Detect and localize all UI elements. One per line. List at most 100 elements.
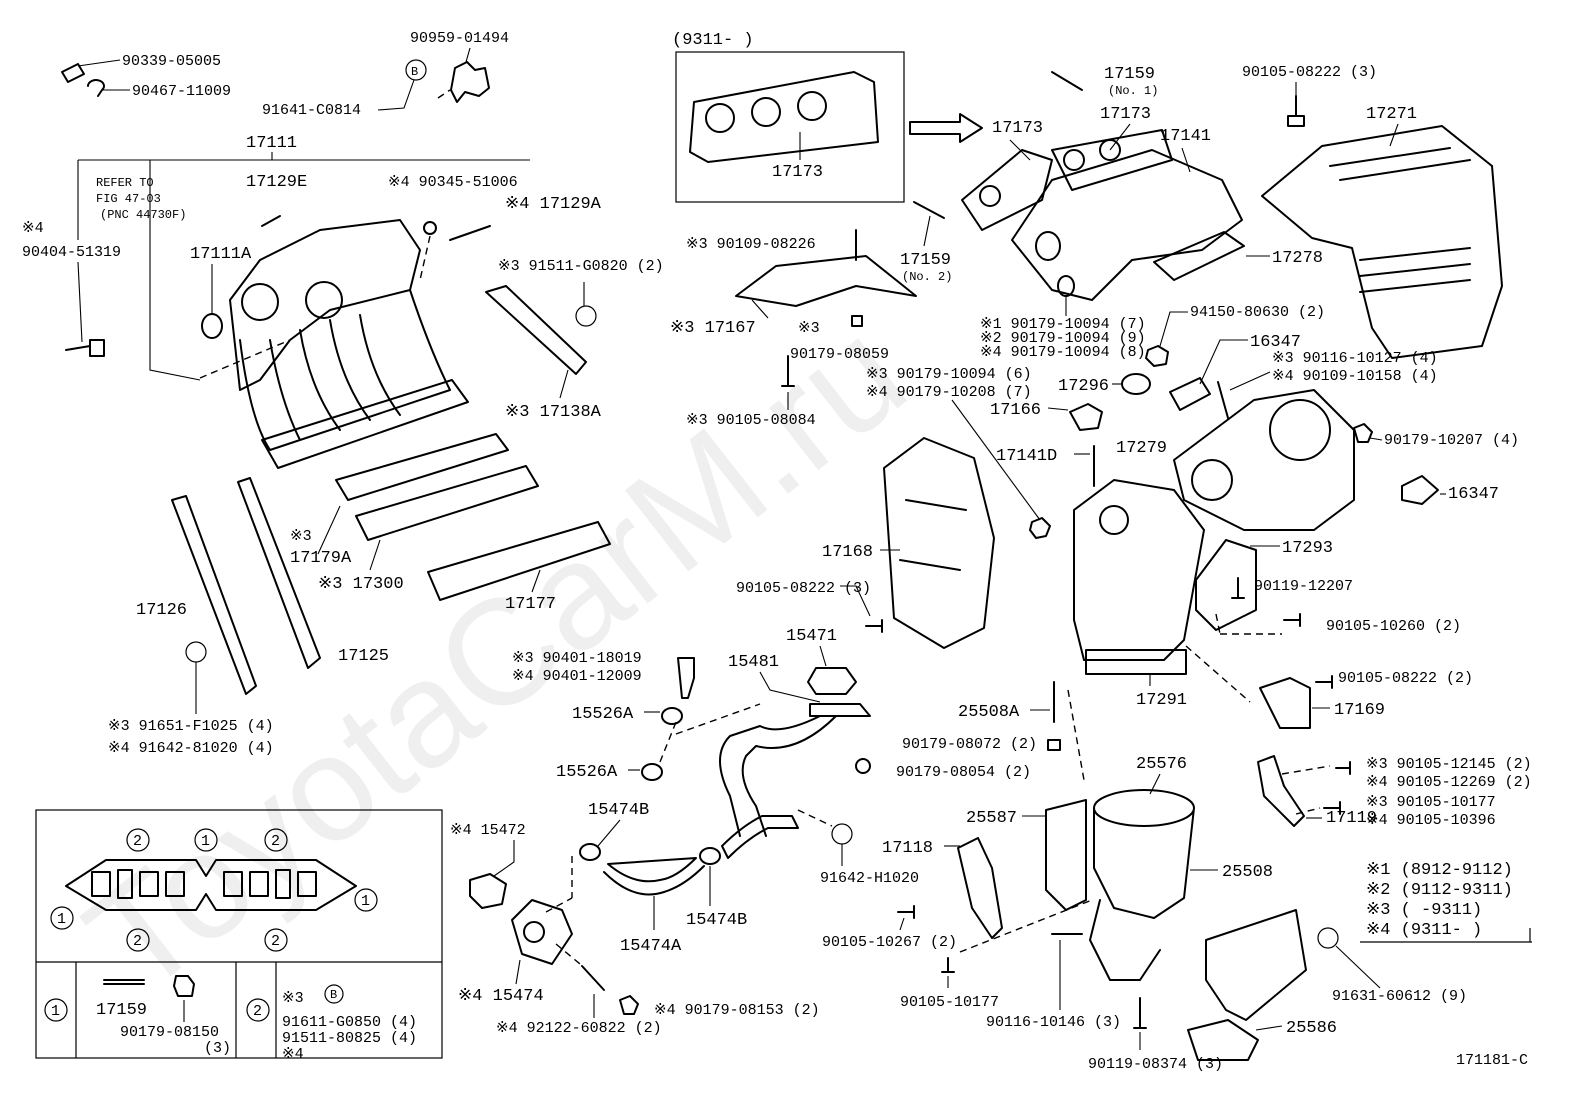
bolt-90105-08222-2	[1315, 675, 1333, 689]
label-15474B-1: 15474B	[588, 801, 649, 820]
top-right-group: 90105-08222 (3) 17271	[1242, 64, 1503, 359]
bolt-90105-10177	[1323, 801, 1341, 815]
gasket-17177	[427, 521, 611, 601]
stay-17125	[237, 477, 321, 669]
label-90105-12145: ※3 90105-12145 (2)	[1366, 756, 1532, 773]
label-90401-12009: ※4 90401-12009	[512, 668, 642, 685]
gasket-17278	[1153, 231, 1245, 281]
gasket-17173-new	[689, 71, 879, 163]
refer-line-1: REFER TO	[96, 176, 154, 190]
bolt-90105-08222-3b	[865, 619, 883, 633]
label-90401-18019: ※3 90401-18019	[512, 650, 642, 667]
inset-stud-17159	[103, 979, 145, 985]
label-91642-H1020: 91642-H1020	[820, 870, 919, 887]
stud-92122	[581, 965, 605, 991]
label-17173-b: 17173	[1100, 105, 1151, 124]
label-no2: (No. 2)	[902, 270, 952, 284]
bolt-90119-08374	[1133, 997, 1147, 1029]
bolt-17129E	[261, 215, 281, 227]
label-17300: ※3 17300	[318, 575, 404, 594]
label-15526A-2: 15526A	[556, 763, 618, 782]
b-mark-1-text: B	[411, 65, 418, 79]
inset-legend-2: 2	[253, 1003, 262, 1020]
inset-callout-1c: 1	[361, 893, 370, 910]
clamp-15474B-2	[699, 847, 721, 865]
center-top-group: 17173 17173 17141 17159 (No. 1) 17278 17…	[866, 65, 1438, 539]
turbocharger	[1173, 389, 1355, 531]
label-90116-10127: ※3 90116-10127 (4)	[1272, 350, 1438, 367]
label-90179-08054: 90179-08054 (2)	[896, 764, 1031, 781]
label-17291: 17291	[1136, 691, 1187, 710]
bolt-90105-10267	[897, 905, 915, 919]
arrow-replaces	[909, 113, 983, 143]
label-90339-05005: 90339-05005	[122, 53, 221, 70]
label-17119: 17119	[1326, 809, 1377, 828]
label-90179-10094-6: ※3 90179-10094 (6)	[866, 366, 1032, 383]
legend-item-2: ※2 (9112-9311)	[1366, 881, 1513, 900]
label-90105-08222-3-top: 90105-08222 (3)	[1242, 64, 1377, 81]
front-pipe-25508	[1089, 789, 1195, 981]
label-90116-10146: 90116-10146 (3)	[986, 1014, 1121, 1031]
label-17167: ※3 17167	[670, 319, 756, 338]
inset-callout-2c: 2	[133, 933, 142, 950]
label-90179-08072: 90179-08072 (2)	[902, 736, 1037, 753]
gasket-17173-old-b	[1051, 129, 1173, 191]
inset-callout-2b: 2	[271, 833, 280, 850]
label-25508: 25508	[1222, 863, 1273, 882]
pipe-water	[721, 815, 799, 859]
nut-90179-10208	[1029, 517, 1051, 539]
label-90404-51319: 90404-51319	[22, 244, 121, 261]
label-17141: 17141	[1160, 127, 1211, 146]
label-92122-60822: ※4 92122-60822 (2)	[496, 1020, 662, 1037]
stay-17118	[957, 837, 1003, 939]
legend-item-3: ※3 ( -9311)	[1366, 901, 1482, 920]
inset-label-91611-G0850: 91611-G0850 (4)	[282, 1014, 417, 1031]
drawing-id: 171181-C	[1456, 1052, 1528, 1069]
label-90105-10177-b: 90105-10177	[900, 994, 999, 1011]
label-17168: 17168	[822, 543, 873, 562]
label-17177: 17177	[505, 595, 556, 614]
intake-flange	[261, 379, 469, 469]
label-90345-51006: ※4 90345-51006	[388, 174, 518, 191]
label-91631-60612: 91631-60612 (9)	[1332, 988, 1467, 1005]
label-90404-mark: ※4	[22, 220, 44, 237]
turbo-group: 17279 90179-10207 (4) 16347 17291 17293 …	[855, 389, 1519, 781]
label-17138A: ※3 17138A	[505, 403, 602, 422]
label-94150-80630: 94150-80630 (2)	[1190, 304, 1325, 321]
label-17159-no1: 17159	[1104, 65, 1155, 84]
label-17296: 17296	[1058, 377, 1109, 396]
inset-gasket	[65, 859, 357, 911]
label-15526A-1: 15526A	[572, 705, 634, 724]
label-17129A: ※4 17129A	[505, 195, 602, 214]
water-outlet-15474	[511, 899, 573, 965]
bolt-90404	[65, 339, 105, 357]
gasket-15526A-2	[641, 763, 663, 781]
clamp-15474B-1	[579, 843, 601, 861]
watermark: ToyotaCarM.ru	[56, 287, 935, 1025]
center-left-group: ※3 90109-08226 ※3 17167 ※3 90179-08059 ※…	[670, 229, 995, 649]
label-17125: 17125	[338, 647, 389, 666]
label-90179-08059: 90179-08059	[790, 346, 889, 363]
gasket-15472	[469, 873, 507, 909]
nut-90179-08072	[1047, 739, 1061, 751]
union-bolt-90401	[677, 657, 695, 699]
label-90105-10177: ※3 90105-10177	[1366, 794, 1496, 811]
turbine-outlet-17291	[1073, 479, 1205, 675]
label-90105-12269: ※4 90105-12269 (2)	[1366, 774, 1532, 791]
label-16347-b: 16347	[1448, 485, 1499, 504]
label-90119-08374: 90119-08374 (3)	[1088, 1056, 1223, 1073]
label-90119-12207: 90119-12207	[1254, 578, 1353, 595]
inset-nut-90179-08150	[173, 975, 195, 997]
inset-callout-2d: 2	[271, 933, 280, 950]
gasket-box-title: (9311- )	[672, 31, 754, 50]
label-15471: 15471	[786, 627, 837, 646]
label-17166: 17166	[990, 401, 1041, 420]
label-15474: ※4 15474	[458, 987, 544, 1006]
legend: ※1 (8912-9112) ※2 (9112-9311) ※3 ( -9311…	[1360, 861, 1532, 943]
gasket-16347-b	[1401, 475, 1439, 505]
hose-90339	[61, 63, 85, 83]
label-90179-10208: ※4 90179-10208 (7)	[866, 384, 1032, 401]
stay-17119	[1257, 755, 1305, 827]
label-17141D: 17141D	[996, 447, 1057, 466]
